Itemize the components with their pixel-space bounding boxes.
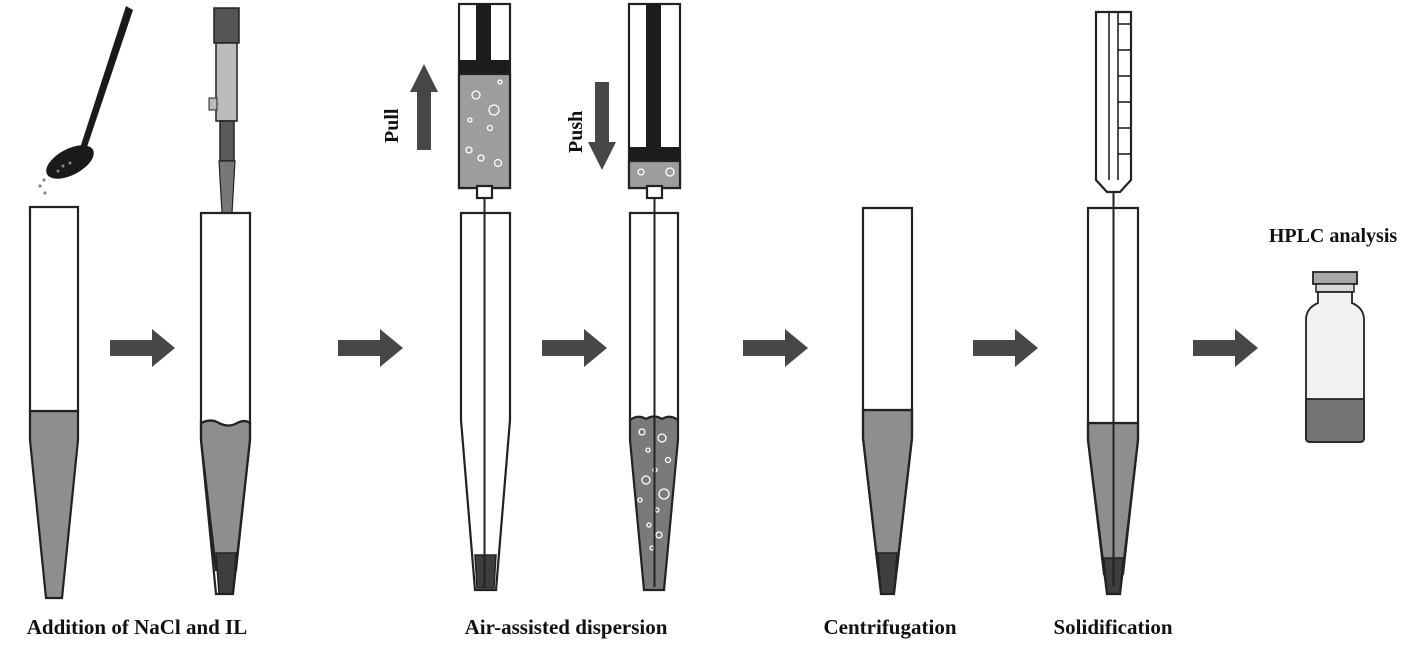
captions: Addition of NaCl and IL Air-assisted dis… [27, 225, 1398, 639]
push-label: Push [565, 111, 587, 153]
micropipette-icon [208, 7, 240, 283]
stage-6-solidification [1086, 10, 1140, 596]
pull-label: Pull [381, 108, 403, 143]
caption-hplc-analysis: HPLC analysis [1269, 225, 1398, 247]
centrifuge-tube-3 [459, 211, 512, 592]
caption-centrifugation: Centrifugation [824, 615, 957, 639]
syringe-icon-2 [627, 2, 682, 587]
flow-arrows [110, 329, 1258, 367]
centrifuge-tube-6 [1086, 206, 1140, 596]
syringe-icon [457, 2, 512, 587]
flow-arrow-icon [973, 329, 1038, 367]
flow-arrow-icon [542, 329, 607, 367]
pull-arrow-icon: Pull [381, 64, 438, 150]
centrifuge-tube-2 [199, 211, 252, 596]
centrifuge-tube-4 [628, 211, 680, 592]
caption-nacl-il: Addition of NaCl and IL [27, 615, 248, 639]
stage-4-push: Push [565, 2, 682, 592]
stage-3-pull: Pull [381, 2, 512, 592]
flow-arrow-icon [338, 329, 403, 367]
flow-arrow-icon [110, 329, 175, 367]
stage-7-hplc [1305, 271, 1365, 443]
centrifuge-tube-1 [28, 205, 80, 600]
spatula-icon [46, 6, 133, 179]
stage-2-il-addition [199, 7, 252, 596]
hplc-vial-icon [1305, 271, 1365, 443]
caption-air-assisted-dispersion: Air-assisted dispersion [465, 615, 668, 639]
stage-5-centrifugation [861, 206, 914, 596]
push-arrow-icon: Push [565, 82, 616, 170]
caption-solidification: Solidification [1053, 615, 1172, 639]
flow-arrow-icon [1193, 329, 1258, 367]
flow-arrow-icon [743, 329, 808, 367]
stage-1-salt-addition [28, 6, 133, 600]
centrifuge-tube-5 [861, 206, 914, 596]
